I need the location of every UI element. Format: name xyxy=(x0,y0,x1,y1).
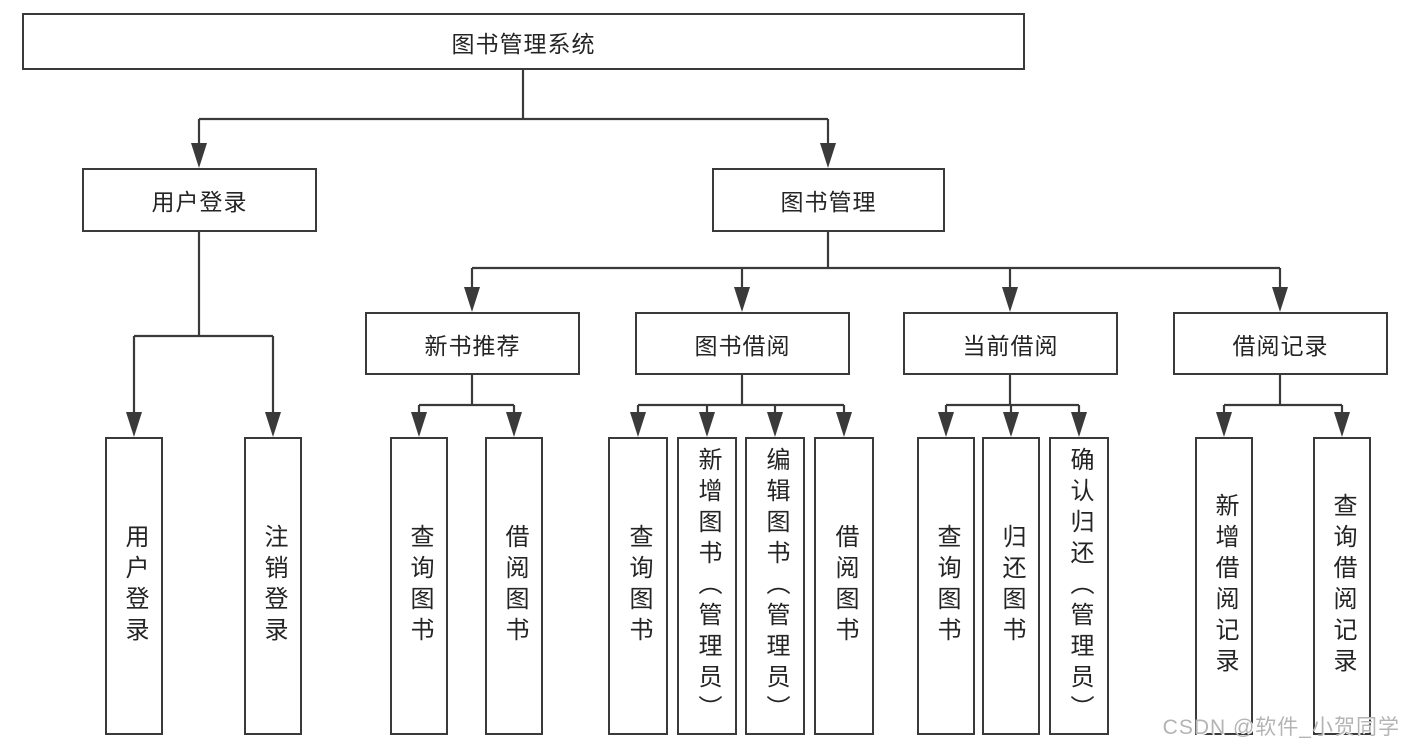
node-new-book-recommend: 新书推荐 xyxy=(365,312,580,375)
node-borrow-records: 借阅记录 xyxy=(1173,312,1388,375)
leaf-edit-books-admin: 编辑图书（管理员） xyxy=(745,437,805,735)
leaf-add-books-admin: 新增图书（管理员） xyxy=(677,437,737,735)
node-current-borrow: 当前借阅 xyxy=(903,312,1118,375)
node-book-borrow: 图书借阅 xyxy=(635,312,850,375)
arrowheads xyxy=(126,143,1350,437)
leaf-query-books-borrow: 查询图书 xyxy=(608,437,668,735)
connector-paths xyxy=(132,70,1344,430)
node-root-system: 图书管理系统 xyxy=(22,13,1025,70)
leaf-return-books: 归还图书 xyxy=(982,437,1040,735)
leaf-query-borrow-record: 查询借阅记录 xyxy=(1313,437,1371,735)
leaf-query-books-recommend: 查询图书 xyxy=(390,437,448,735)
node-book-management-branch: 图书管理 xyxy=(712,168,945,232)
leaf-borrow-books-recommend: 借阅图书 xyxy=(485,437,543,735)
node-user-login-branch: 用户登录 xyxy=(82,168,317,232)
csdn-watermark: CSDN @软件_小贺同学 xyxy=(1162,716,1400,739)
leaf-logout: 注销登录 xyxy=(244,437,302,735)
leaf-borrow-books: 借阅图书 xyxy=(814,437,874,735)
leaf-query-books-current: 查询图书 xyxy=(917,437,975,735)
leaf-confirm-return-admin: 确认归还（管理员） xyxy=(1049,437,1109,735)
leaf-add-borrow-record: 新增借阅记录 xyxy=(1195,437,1253,735)
leaf-user-login: 用户登录 xyxy=(105,437,163,735)
